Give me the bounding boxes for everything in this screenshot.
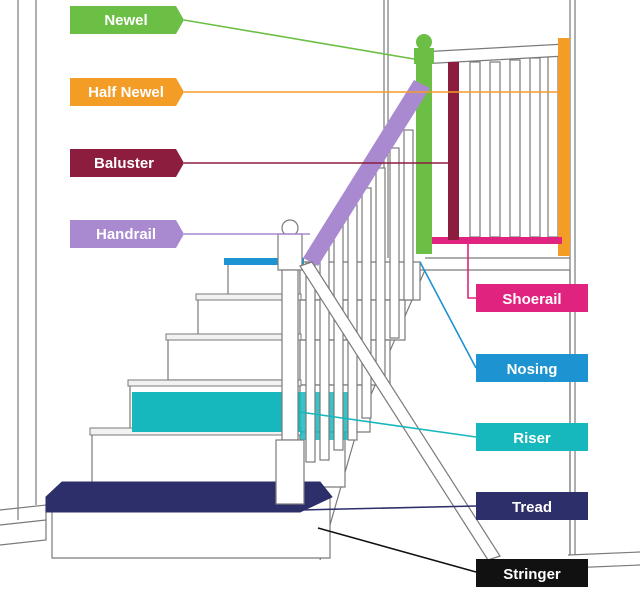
label-stringer: Stringer (476, 559, 588, 587)
label-newel: Newel (70, 6, 184, 34)
label-shoerail: Shoerail (476, 284, 588, 312)
label-handrail: Handrail (70, 220, 184, 248)
tread-tag (476, 492, 588, 520)
newel-tag (70, 6, 184, 34)
label-riser: Riser (476, 423, 588, 451)
shoerail-leader (467, 244, 476, 299)
nosing-highlight (224, 258, 304, 265)
riser-tag (476, 423, 588, 451)
label-baluster: Baluster (70, 149, 184, 177)
newel-highlight (414, 34, 434, 254)
newel-leader (183, 19, 421, 61)
nosing-tag (476, 354, 588, 382)
leader-lines (183, 19, 560, 573)
shoerail-highlight (432, 237, 562, 244)
nosing-leader (419, 261, 477, 369)
label-tread: Tread (476, 492, 588, 520)
half-newel-highlight (558, 38, 570, 256)
bottom-newel (275, 219, 305, 505)
stringer-label: Stringer (503, 566, 561, 583)
handrail-tag (70, 220, 184, 248)
stringer-tag (476, 559, 588, 587)
riser-highlight (132, 392, 300, 432)
shoerail-label: Shoerail (502, 291, 561, 308)
half-newel-label: Half Newel (88, 84, 164, 101)
landing-rail (419, 43, 566, 65)
tread-label: Tread (512, 499, 552, 516)
riser-leader (299, 411, 477, 438)
baluster-label: Baluster (94, 155, 154, 172)
nosing-label: Nosing (507, 361, 558, 378)
baluster-tag (70, 149, 184, 177)
stair-balusters (305, 129, 414, 463)
tread-leader (299, 505, 477, 511)
newel-label: Newel (104, 12, 147, 29)
half-newel-tag (70, 78, 184, 106)
baluster-highlight (448, 62, 459, 240)
label-nosing: Nosing (476, 354, 588, 382)
landing-balusters (469, 55, 559, 238)
label-half-newel: Half Newel (70, 78, 184, 106)
handrail-highlight (303, 80, 430, 266)
handrail-label: Handrail (96, 226, 156, 243)
stringer-leader (317, 527, 477, 573)
stringer-board (299, 261, 501, 561)
riser-label: Riser (513, 430, 551, 447)
tread-highlight (45, 481, 333, 513)
shoerail-tag (476, 284, 588, 312)
